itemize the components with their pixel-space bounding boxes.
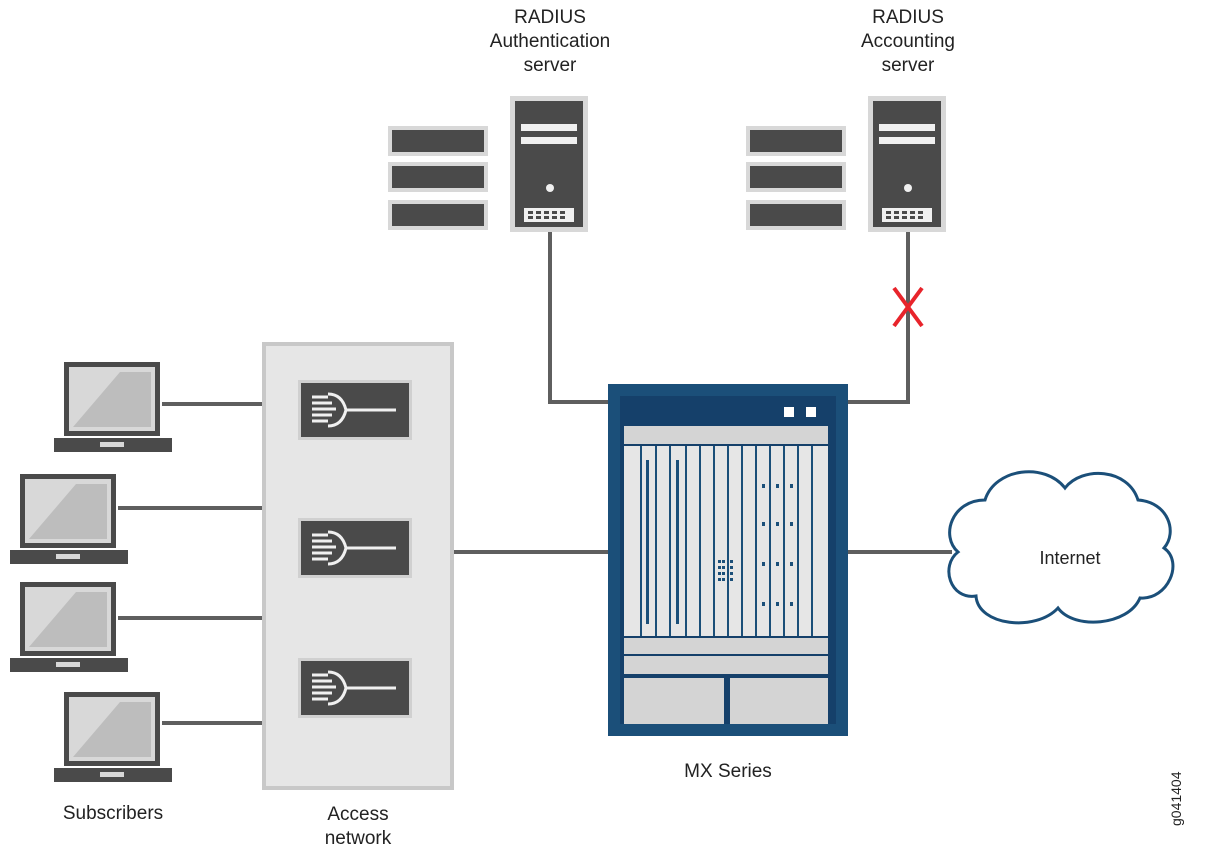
radius-acct-label-line1: RADIUS — [872, 7, 944, 28]
connection-lines — [118, 232, 952, 725]
mx-series-label: MX Series — [684, 761, 772, 782]
radius-auth-label-line2: Authentication — [489, 31, 611, 52]
radius-acct-label-line2: Accounting — [860, 31, 955, 52]
radius-acct-label: RADIUS Accounting server — [828, 6, 988, 78]
failure-x-icon — [892, 286, 924, 328]
radius-auth-label: RADIUS Authentication server — [470, 6, 630, 78]
switch-icon — [298, 518, 412, 578]
radius-auth-label-line3: server — [523, 55, 577, 76]
access-network-label: Access network — [296, 803, 420, 851]
figure-id: g041404 — [1168, 771, 1184, 826]
server-icon — [510, 96, 588, 232]
link-acct-server-to-mx — [848, 232, 910, 404]
radius-auth-label-line1: RADIUS — [514, 7, 586, 28]
access-network-label-line2: network — [324, 828, 392, 849]
cloud-icon — [947, 470, 1175, 625]
switch-icon — [298, 658, 412, 718]
radius-accounting-server — [746, 96, 946, 232]
subscribers-label: Subscribers — [62, 803, 164, 824]
access-network-label-line1: Access — [327, 804, 389, 825]
laptop-icon — [54, 362, 172, 452]
radius-acct-label-line3: server — [881, 55, 935, 76]
rack-units-icon — [746, 126, 846, 230]
link-auth-server-to-mx — [548, 232, 608, 404]
rack-units-icon — [388, 126, 488, 230]
router-chassis-icon — [608, 384, 848, 736]
radius-authentication-server — [388, 96, 588, 232]
switch-icon — [298, 380, 412, 440]
laptop-icon — [10, 582, 128, 672]
laptop-icon — [54, 692, 172, 782]
server-icon — [868, 96, 946, 232]
internet-label: Internet — [1039, 548, 1101, 568]
laptop-icon — [10, 474, 128, 564]
